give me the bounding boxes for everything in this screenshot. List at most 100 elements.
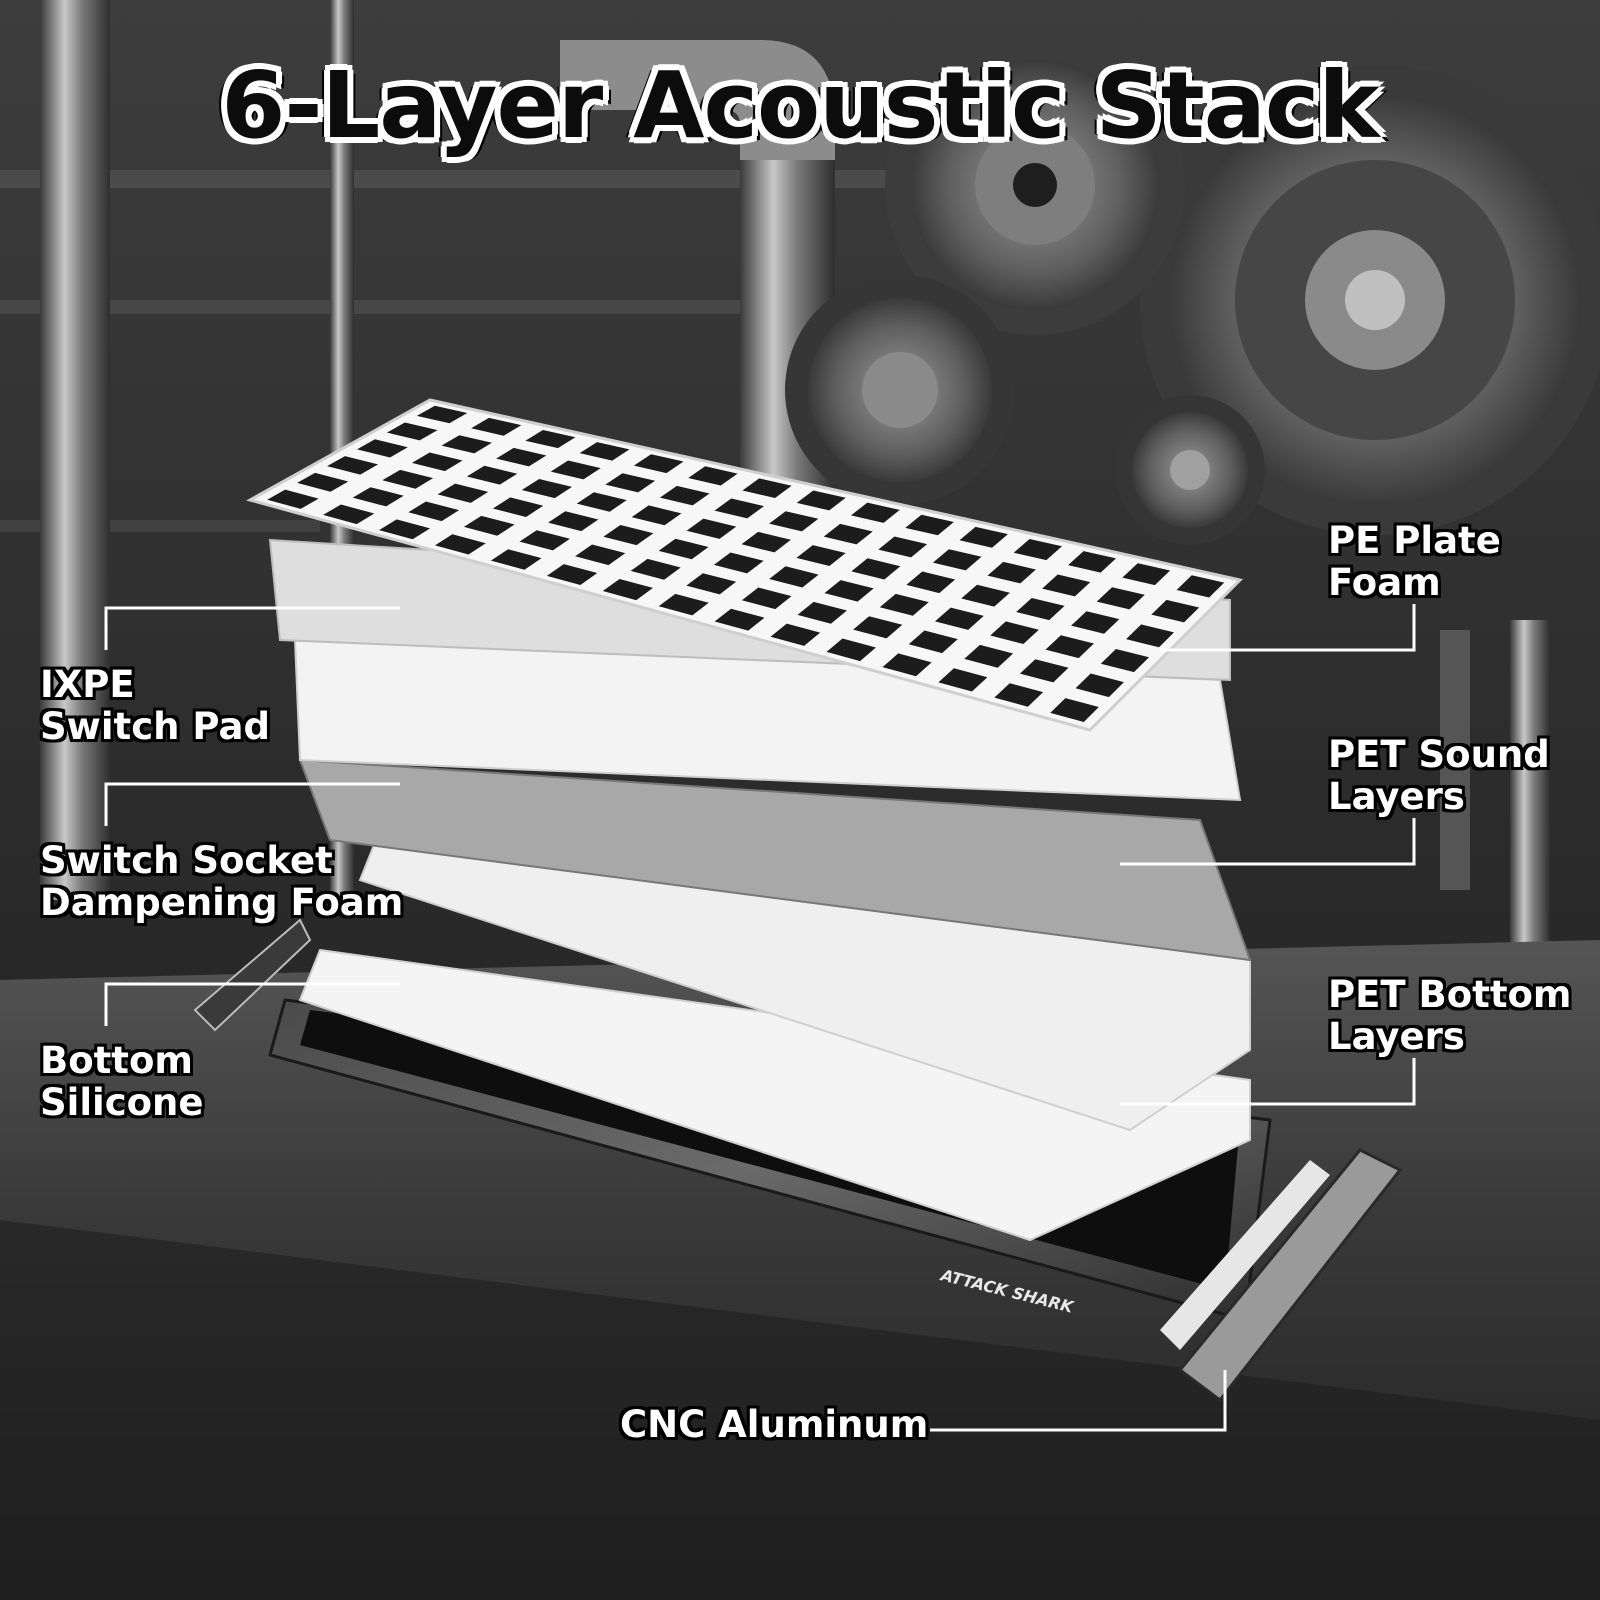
key-cutout [658, 593, 709, 616]
key-cutout [631, 505, 682, 526]
key-cutout [853, 616, 903, 639]
key-cutout [521, 478, 572, 499]
key-cutout [688, 466, 738, 486]
leader-lines [104, 604, 1416, 1432]
key-cutout [769, 566, 819, 588]
key-cutout [713, 552, 764, 574]
key-cutout [1075, 673, 1124, 698]
plate-key-cutouts [267, 405, 1225, 722]
key-cutout [964, 644, 1014, 668]
label-line: CNC Aluminum [620, 1403, 929, 1446]
pipe-left [40, 0, 110, 900]
key-cutout [379, 519, 431, 540]
key-cutout [659, 485, 710, 506]
gear-tiny [1115, 395, 1265, 545]
key-cutout [352, 487, 404, 507]
gear-medium [885, 35, 1185, 335]
key-cutout [878, 536, 928, 558]
key-cutout [492, 497, 544, 517]
label-line: Switch Pad [40, 705, 270, 748]
gear-small [785, 275, 1015, 505]
key-cutout [1042, 574, 1091, 597]
label-line: PET Sound [1328, 733, 1550, 776]
key-cutout [546, 564, 598, 585]
label-pe-plate-foam: PE Plate Foam [1328, 520, 1501, 604]
key-cutout [297, 472, 349, 492]
key-cutout [603, 524, 654, 546]
leader-pet-bottom [1120, 1058, 1416, 1106]
key-cutout [434, 534, 486, 555]
key-cutout [742, 478, 792, 498]
label-line: Layers [1328, 1015, 1465, 1058]
key-cutout [1050, 698, 1099, 722]
leader-pe-plate [1160, 604, 1416, 652]
key-cutout [932, 549, 982, 571]
key-cutout [824, 580, 874, 602]
leader-switch-socket [104, 782, 400, 826]
label-pet-sound-layers: PET Sound Layers [1328, 734, 1550, 818]
key-cutout [796, 545, 846, 566]
key-cutout [1019, 659, 1069, 683]
key-cutout [658, 538, 709, 560]
key-cutout [575, 544, 626, 566]
label-line: Switch Socket [40, 839, 333, 882]
key-cutout [550, 460, 601, 480]
label-line: PET Bottom [1328, 973, 1572, 1016]
key-cutout [823, 523, 873, 545]
key-cutout [1068, 551, 1117, 573]
key-cutout [796, 490, 846, 511]
key-cutout [1176, 575, 1225, 598]
switch-socket-foam-layer [298, 758, 1252, 962]
key-cutout [382, 469, 434, 489]
label-cnc-aluminum: CNC Aluminum [620, 1404, 928, 1446]
leader-bottom-silicone [104, 982, 400, 1026]
key-cutout [714, 498, 764, 519]
key-cutout [1045, 635, 1094, 659]
key-cutout [1151, 599, 1200, 623]
key-cutout [630, 558, 681, 580]
key-cutout [826, 638, 876, 662]
key-cutout [741, 587, 792, 610]
key-cutout [1071, 611, 1120, 634]
key-cutout [416, 405, 468, 424]
key-cutout [714, 608, 765, 631]
key-cutout [267, 489, 319, 509]
key-cutout [987, 561, 1036, 584]
leader-ixpe [104, 606, 400, 650]
label-line: IXPE [40, 663, 135, 706]
key-cutout [741, 531, 791, 553]
label-ixpe-switch-pad: IXPE Switch Pad [40, 664, 270, 748]
key-cutout [850, 502, 900, 523]
key-cutout [961, 584, 1010, 607]
label-switch-socket-dampening-foam: Switch Socket Dampening Foam [40, 840, 403, 924]
leader-pet-sound [1120, 818, 1416, 866]
left-side-bar [193, 918, 312, 1032]
leader-cnc [930, 1370, 1227, 1432]
key-cutout [905, 514, 954, 536]
key-cutout [686, 518, 737, 539]
key-cutout [882, 653, 932, 677]
key-cutout [938, 668, 988, 692]
key-cutout [323, 504, 375, 525]
key-cutout [769, 511, 819, 532]
key-cutout [851, 558, 901, 580]
key-cutout [770, 623, 821, 646]
key-cutout [519, 530, 570, 551]
key-cutout [437, 483, 489, 503]
key-cutout [490, 549, 542, 570]
rail [0, 300, 760, 314]
key-cutout [1096, 587, 1145, 610]
key-cutout [1100, 648, 1149, 673]
key-cutout [959, 526, 1008, 548]
key-cutout [1126, 624, 1175, 648]
key-cutout [908, 630, 958, 654]
table-shadow [0, 1220, 1600, 1600]
label-line: Foam [1328, 561, 1441, 604]
rail [0, 170, 900, 188]
key-cutout [994, 683, 1044, 707]
label-line: Silicone [40, 1081, 204, 1124]
label-line: Dampening Foam [40, 881, 404, 924]
pipe-elbow [560, 40, 835, 160]
key-cutout [990, 621, 1039, 644]
